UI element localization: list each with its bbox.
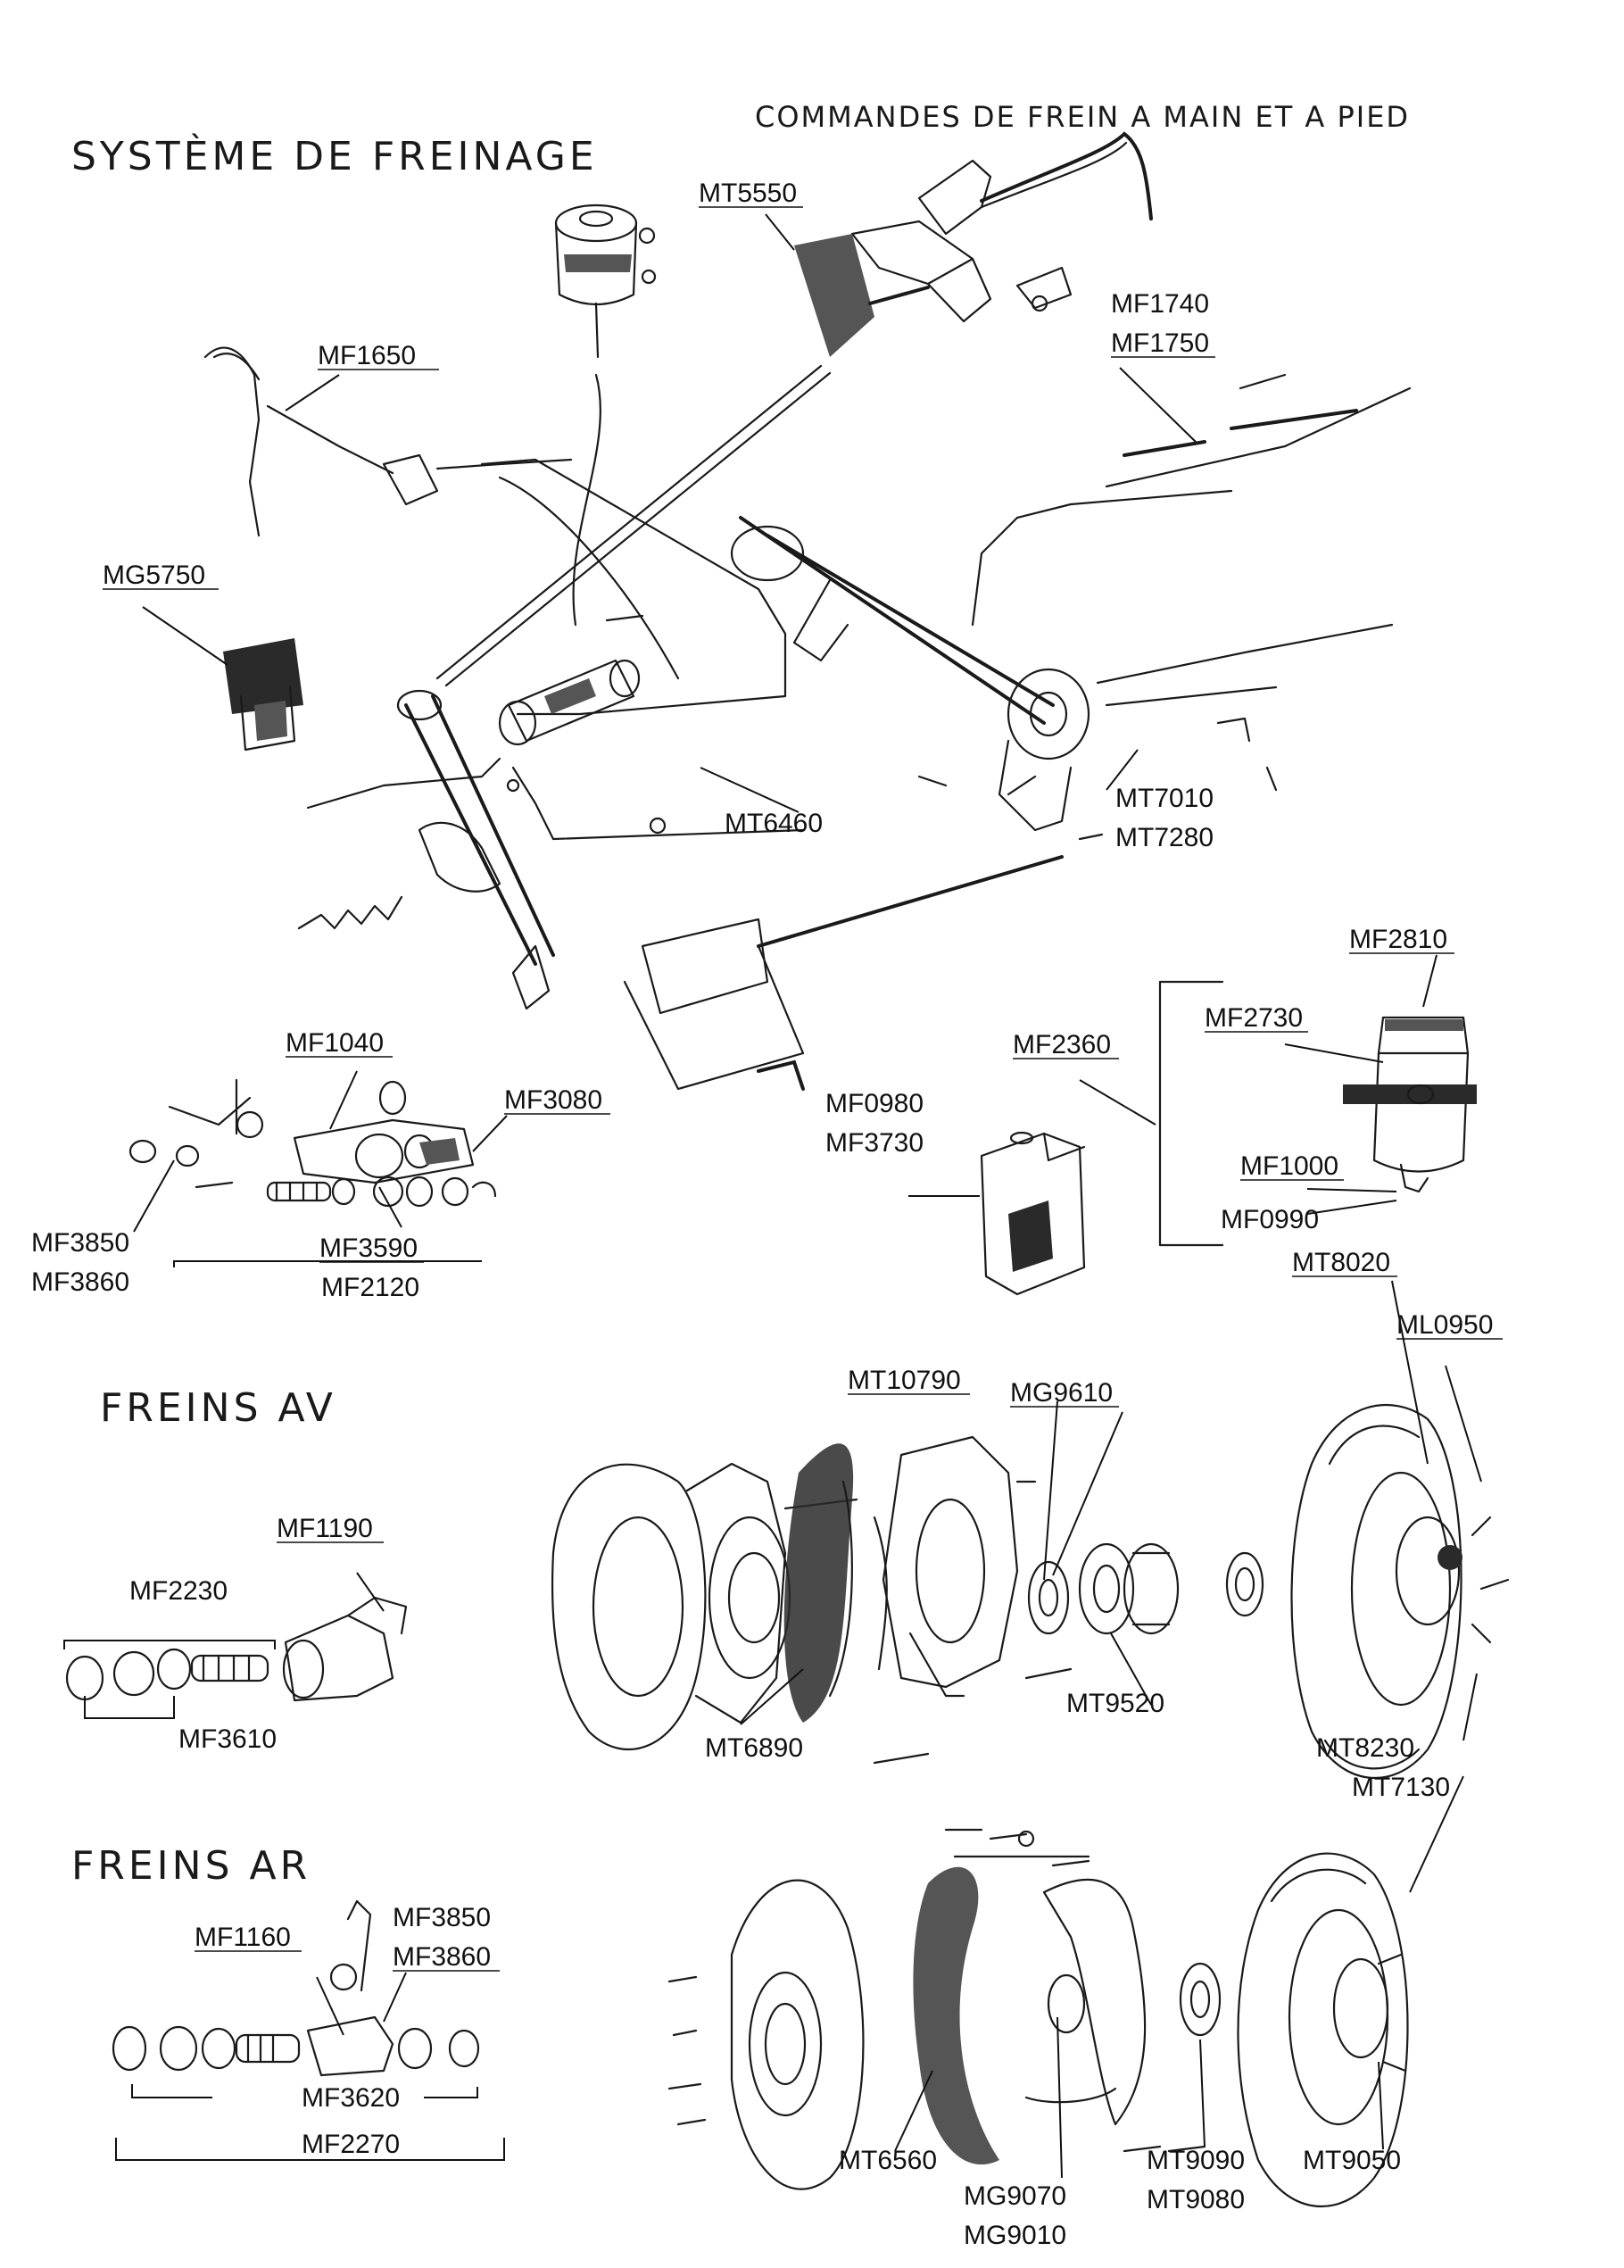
label-MT8230: MT8230: [1316, 1733, 1414, 1763]
part-labels: MT5550 MF1740 MF1750 MF1650 MG5750 MT646…: [31, 179, 1503, 2250]
label-MG9070: MG9070: [964, 2181, 1066, 2211]
rear-brake-assembly: [667, 1828, 1409, 2208]
label-MF3850a: MF3850: [31, 1228, 129, 1258]
section-rear-brakes: FREINS AR: [71, 1843, 311, 1889]
page-subtitle: COMMANDES DE FREIN A MAIN ET A PIED: [755, 100, 1410, 134]
label-MF2360: MF2360: [1013, 1030, 1111, 1059]
label-MF2230: MF2230: [129, 1576, 228, 1606]
label-MF2810: MF2810: [1349, 925, 1447, 954]
label-MT7280: MT7280: [1115, 823, 1214, 852]
front-wheel-cylinder: [65, 1596, 408, 1702]
label-MF3620: MF3620: [302, 2083, 400, 2113]
page-title: SYSTÈME DE FREINAGE: [71, 132, 598, 179]
label-MG5750: MG5750: [103, 561, 205, 590]
label-MF1740: MF1740: [1111, 289, 1209, 319]
bracket-mf2360: [1158, 980, 1224, 1247]
label-MF0980: MF0980: [825, 1089, 924, 1118]
label-MT9050: MT9050: [1303, 2146, 1401, 2175]
label-MT9080: MT9080: [1147, 2185, 1245, 2214]
label-MF1160: MF1160: [195, 1923, 291, 1952]
rear-wheel-cylinder: [112, 1899, 480, 2077]
label-MF1000: MF1000: [1240, 1151, 1338, 1181]
label-MF3080: MF3080: [504, 1085, 602, 1115]
bracket-mg5750: [223, 638, 303, 752]
label-MG9610: MG9610: [1010, 1378, 1113, 1408]
label-MF2270: MF2270: [302, 2130, 400, 2159]
label-MT9090: MT9090: [1147, 2146, 1245, 2175]
label-MF1040: MF1040: [286, 1028, 384, 1058]
label-MF1750: MF1750: [1111, 328, 1209, 358]
reservoir-top: [554, 204, 638, 627]
label-MT10790: MT10790: [848, 1366, 961, 1395]
label-MT7010: MT7010: [1115, 784, 1214, 813]
master-cylinder: [498, 659, 641, 746]
fluid-tin: [980, 1131, 1086, 1296]
leader-lines: [133, 213, 1482, 2179]
label-MF3860a: MF3860: [31, 1267, 129, 1297]
label-MF3730: MF3730: [825, 1128, 924, 1158]
pedal-handbrake-assembly: [203, 131, 1412, 1091]
label-MF2120: MF2120: [321, 1273, 419, 1302]
label-MF3610: MF3610: [178, 1724, 277, 1754]
label-MT6890: MT6890: [705, 1733, 803, 1763]
label-MF0990: MF0990: [1221, 1205, 1319, 1234]
label-MT7130: MT7130: [1352, 1773, 1450, 1802]
label-MT9520: MT9520: [1066, 1689, 1164, 1718]
section-front-brakes: FREINS AV: [100, 1385, 336, 1431]
label-MT6460: MT6460: [725, 809, 823, 838]
grouping-brackets: [63, 1260, 505, 2161]
master-cylinder-exploded: [128, 1078, 497, 1208]
label-MT5550: MT5550: [699, 179, 797, 208]
label-ML0950: ML0950: [1396, 1310, 1493, 1340]
label-MF3850b: MF3850: [393, 1903, 491, 1932]
label-MF2730: MF2730: [1205, 1003, 1303, 1033]
label-MF3590: MF3590: [319, 1234, 418, 1263]
label-MF1190: MF1190: [277, 1514, 373, 1543]
fluid-reservoir: [1343, 1016, 1477, 1193]
label-MG9010: MG9010: [964, 2221, 1066, 2250]
label-MF1650: MF1650: [318, 341, 416, 370]
label-MF3860b: MF3860: [393, 1942, 491, 1972]
label-MT6560: MT6560: [839, 2146, 937, 2175]
label-MT8020: MT8020: [1292, 1248, 1390, 1277]
front-brake-assembly: [551, 1403, 1510, 1780]
